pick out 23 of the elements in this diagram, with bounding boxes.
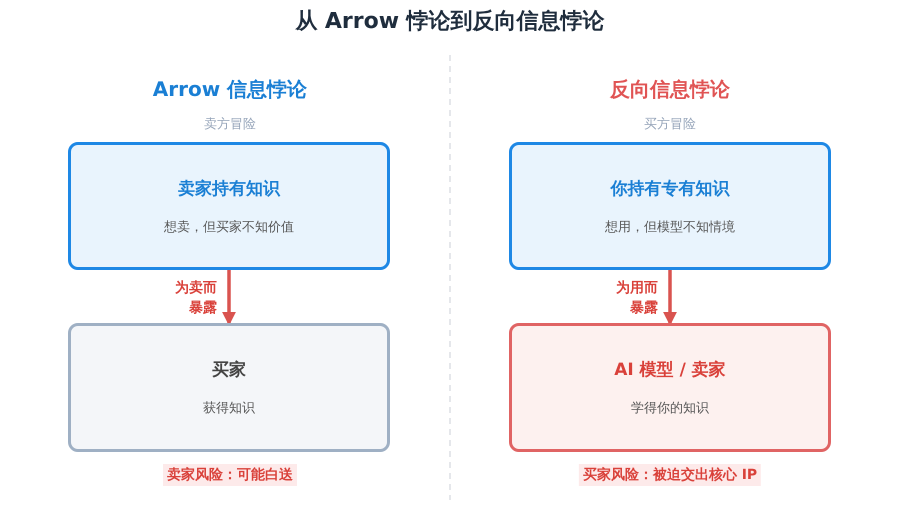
process-box [509, 323, 831, 452]
box-heading: AI 模型 / 卖家 [614, 359, 726, 381]
column-heading: 反向信息悖论 [610, 76, 730, 103]
column-heading: Arrow 信息悖论 [152, 76, 308, 103]
box-heading: 买家 [212, 359, 246, 381]
risk-note: 卖家风险：可能白送 [163, 464, 297, 486]
process-box [68, 323, 390, 452]
arrow [222, 270, 236, 326]
box-description: 学得你的知识 [631, 400, 709, 417]
arrow [663, 270, 677, 326]
edge-label: 为卖而暴露 [174, 279, 217, 318]
risk-note: 买家风险：被迫交出核心 IP [578, 464, 762, 486]
box-description: 想卖，但买家不知价值 [164, 218, 294, 236]
edge-label: 为用而暴露 [615, 279, 658, 318]
process-box [509, 142, 831, 270]
column-subheading: 卖方冒险 [204, 116, 256, 133]
box-description: 想用，但模型不知情境 [605, 218, 735, 236]
box-description: 获得知识 [203, 400, 255, 417]
box-heading: 你持有专有知识 [610, 178, 730, 200]
diagram-title: 从 Arrow 悖论到反向信息悖论 [294, 8, 606, 36]
process-box [68, 142, 390, 270]
column-subheading: 买方冒险 [644, 116, 696, 133]
box-heading: 卖家持有知识 [178, 178, 280, 200]
